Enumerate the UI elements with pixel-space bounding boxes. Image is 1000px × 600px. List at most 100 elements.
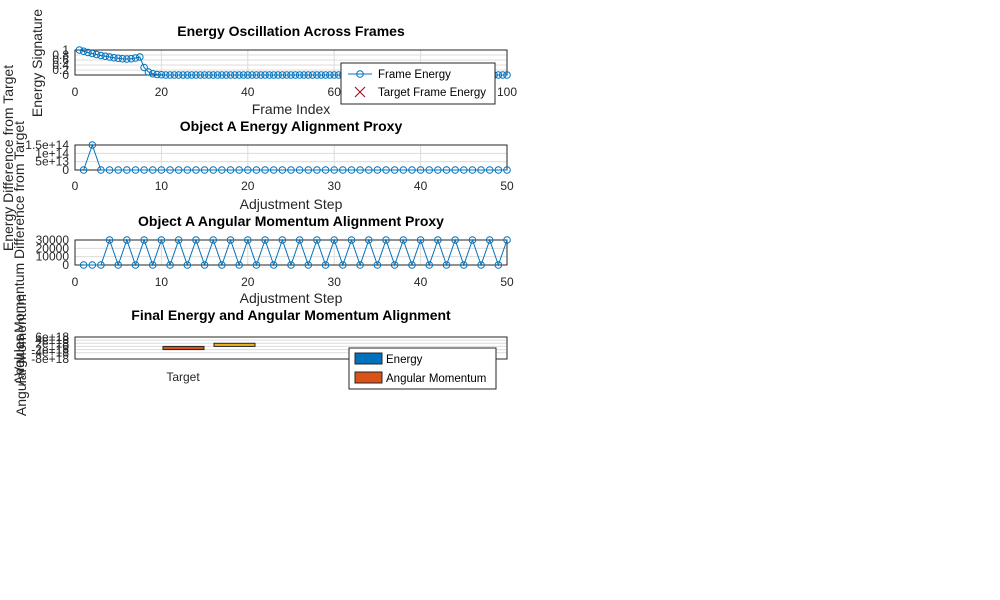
y-axis-label: Energy Signature <box>29 9 45 117</box>
data-point <box>364 166 373 174</box>
x-tick-label: 30 <box>328 179 342 193</box>
x-tick-label: 30 <box>328 275 342 289</box>
data-point <box>313 71 321 79</box>
data-point <box>205 71 213 79</box>
bar-angular-momentum <box>162 345 205 351</box>
data-point <box>79 166 88 174</box>
x-tick-label: 20 <box>241 275 255 289</box>
y-tick-label: 0.2 <box>52 63 69 77</box>
data-point <box>183 71 192 79</box>
data-point <box>192 71 200 79</box>
y-tick-label: 1.5e+14 <box>25 138 69 152</box>
data-point <box>226 166 235 174</box>
data-point <box>425 261 434 269</box>
data-point <box>88 141 97 149</box>
data-point <box>321 166 330 174</box>
data-point <box>295 71 304 79</box>
data-point <box>244 71 252 79</box>
data-point <box>235 71 243 79</box>
data-point <box>468 236 477 244</box>
chart-title: Energy Oscillation Across Frames <box>177 23 405 39</box>
data-point <box>295 166 304 174</box>
data-point <box>347 236 356 244</box>
data-point <box>390 166 399 174</box>
x-tick-label: 10 <box>155 275 169 289</box>
data-point <box>105 166 114 174</box>
data-point <box>200 166 209 174</box>
legend-box <box>340 62 496 105</box>
data-point <box>282 71 291 79</box>
y-tick-label: 4e+18 <box>35 333 69 347</box>
x-tick-label: 50 <box>500 275 514 289</box>
data-point <box>295 236 304 244</box>
data-point <box>503 71 511 79</box>
data-point <box>434 166 442 174</box>
data-point <box>213 71 222 79</box>
y-tick-label: 0 <box>62 163 69 177</box>
data-point <box>503 166 511 174</box>
data-point <box>313 166 321 174</box>
x-tick-label: 60 <box>328 85 342 99</box>
data-point <box>321 261 330 269</box>
data-point <box>209 166 218 174</box>
data-point <box>313 236 321 244</box>
chart-title: Object A Angular Momentum Alignment Prox… <box>138 213 444 229</box>
data-point <box>114 261 122 269</box>
legend-swatch-energy <box>354 352 383 365</box>
data-point <box>166 166 174 174</box>
data-point <box>88 261 97 269</box>
data-point <box>287 166 295 174</box>
y-tick-label: 10000 <box>36 250 70 264</box>
data-point <box>131 261 140 269</box>
data-point <box>308 71 317 79</box>
data-point <box>408 166 416 174</box>
y-axis-label: Energy Difference from Target <box>0 65 16 251</box>
data-point <box>269 166 278 174</box>
data-point <box>494 261 503 269</box>
data-point <box>123 236 131 244</box>
data-point <box>84 48 92 57</box>
data-point <box>364 236 373 244</box>
data-point <box>382 166 390 174</box>
data-point <box>399 236 408 244</box>
data-point <box>144 68 153 76</box>
data-point <box>187 71 196 79</box>
data-point <box>200 71 209 79</box>
y-axis-label: Values <box>11 334 27 376</box>
data-point <box>101 52 110 61</box>
data-point <box>451 236 459 244</box>
data-point <box>97 166 105 174</box>
data-point <box>317 71 326 79</box>
data-point <box>140 166 148 174</box>
x-tick-label: 100 <box>497 85 517 99</box>
data-point <box>157 236 166 244</box>
y-tick-label: 0.8 <box>52 48 69 62</box>
data-point <box>347 166 356 174</box>
data-point <box>209 71 218 79</box>
data-point <box>494 166 503 174</box>
data-point <box>97 51 105 60</box>
data-point <box>304 71 313 79</box>
y-tick-label: -2e+18 <box>31 343 69 357</box>
y-tick-label: 2e+18 <box>35 336 69 350</box>
data-point <box>127 54 135 63</box>
y-axis-label: Angular Momentum Difference from Target <box>11 121 27 385</box>
data-point <box>192 166 200 174</box>
x-tick-label: 10 <box>155 179 169 193</box>
x-tick-label: 50 <box>500 179 514 193</box>
data-point <box>235 166 243 174</box>
chart-panel-4: Final Energy and Angular Momentum Alignm… <box>11 294 508 416</box>
data-point <box>157 166 166 174</box>
bar-extra <box>213 342 256 347</box>
data-point <box>92 50 101 59</box>
data-point <box>148 261 157 269</box>
data-point <box>248 71 256 79</box>
data-point <box>209 236 218 244</box>
data-point <box>261 71 269 79</box>
data-point <box>140 63 148 72</box>
x-tick-label: 0 <box>72 275 79 289</box>
data-point <box>252 261 261 269</box>
chart-title: Object A Energy Alignment Proxy <box>180 118 403 134</box>
y-axis-label-secondary: Angular Momentum <box>13 294 29 416</box>
plot-border <box>74 336 508 360</box>
